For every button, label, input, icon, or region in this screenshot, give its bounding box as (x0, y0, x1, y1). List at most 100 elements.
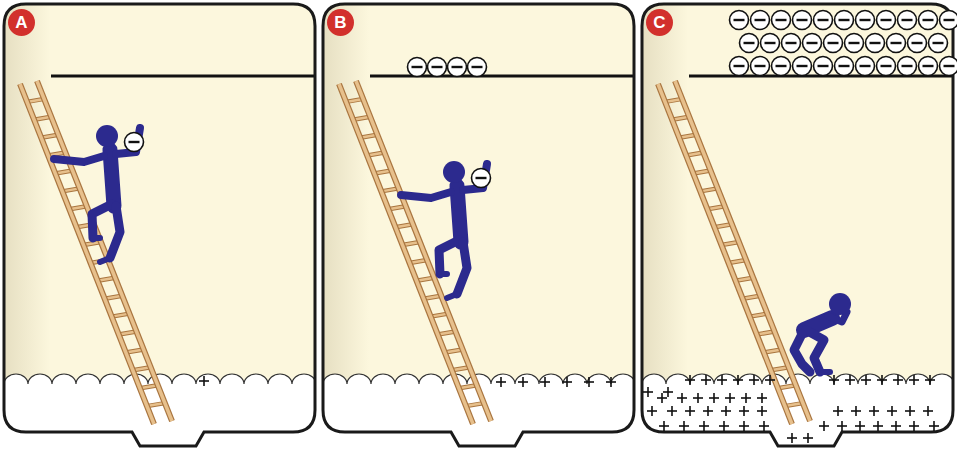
negative-charge (803, 34, 822, 53)
panel-badge: C (646, 9, 673, 36)
positive-charge (693, 393, 703, 403)
negative-charge (877, 11, 896, 30)
positive-charge (717, 375, 727, 385)
negative-charge (940, 57, 957, 76)
panel-letter: A (15, 14, 27, 31)
negative-charge (730, 11, 749, 30)
crouching-figure (794, 293, 851, 372)
negative-charge (814, 11, 833, 30)
panel-frame (4, 4, 315, 446)
positive-charge (749, 375, 759, 385)
positive-charge (199, 376, 209, 386)
negative-charge (125, 133, 144, 152)
positive-charge (699, 421, 709, 431)
negative-charge (824, 34, 843, 53)
positive-charge (833, 406, 843, 416)
negative-charge (472, 169, 491, 188)
negative-charge (772, 11, 791, 30)
positive-charge (887, 406, 897, 416)
negative-charge (845, 34, 864, 53)
positive-charge (829, 375, 839, 385)
positive-charge (925, 375, 935, 385)
positive-charge (685, 406, 695, 416)
positive-charge (893, 375, 903, 385)
negative-charge (782, 34, 801, 53)
positive-charge (677, 393, 687, 403)
positive-charge (845, 375, 855, 385)
ladder (20, 81, 172, 424)
positive-charge (759, 421, 769, 431)
positive-charge (721, 406, 731, 416)
wall (4, 4, 50, 384)
panel-badge: A (8, 9, 35, 36)
negative-charge (835, 57, 854, 76)
panel-badge: B (327, 9, 354, 36)
negative-charge (835, 11, 854, 30)
positive-charge (643, 387, 653, 397)
positive-charge (861, 375, 871, 385)
positive-charge (496, 377, 506, 387)
panel-letter: C (653, 14, 665, 31)
negative-charge (448, 58, 467, 77)
wall (323, 4, 369, 384)
positive-charge (877, 375, 887, 385)
positive-charge (562, 377, 572, 387)
negative-charge (940, 11, 957, 30)
positive-charge (725, 393, 735, 403)
positive-charge (739, 421, 749, 431)
positive-charge (741, 393, 751, 403)
positive-charge (851, 406, 861, 416)
positive-charge (663, 387, 673, 397)
positive-charge (757, 393, 767, 403)
positive-charge (803, 433, 813, 443)
negative-charge (814, 57, 833, 76)
negative-charge (408, 58, 427, 77)
negative-charge (856, 11, 875, 30)
ladder (658, 81, 810, 424)
negative-charge (772, 57, 791, 76)
positive-charge (873, 421, 883, 431)
positive-charge (518, 377, 528, 387)
positive-charge (709, 393, 719, 403)
positive-charge (679, 421, 689, 431)
negative-charge (898, 57, 917, 76)
panel-frame (642, 4, 953, 446)
positive-charge (905, 406, 915, 416)
climber-figure (401, 161, 491, 298)
negative-charge (793, 57, 812, 76)
positive-charge (855, 421, 865, 431)
negative-charge (856, 57, 875, 76)
positive-charge (929, 421, 939, 431)
positive-charge (891, 421, 901, 431)
negative-charge (866, 34, 885, 53)
positive-charge (909, 375, 919, 385)
negative-charge (761, 34, 780, 53)
positive-charge (659, 421, 669, 431)
positive-charge (701, 375, 711, 385)
positive-charge (819, 421, 829, 431)
positive-charge (869, 406, 879, 416)
negative-charge (428, 58, 447, 77)
negative-charge (793, 11, 812, 30)
climber-figure (54, 125, 144, 262)
positive-charge (733, 375, 743, 385)
wall (642, 4, 688, 384)
panel-frame (323, 4, 634, 446)
positive-charge (757, 406, 767, 416)
positive-charge (787, 433, 797, 443)
positive-charge (765, 375, 775, 385)
negative-charge (919, 11, 938, 30)
panel (318, 4, 639, 449)
ladder (339, 81, 491, 424)
positive-charge (584, 377, 594, 387)
positive-charge (739, 406, 749, 416)
negative-charge (751, 57, 770, 76)
positive-charge (837, 421, 847, 431)
negative-charge (887, 34, 906, 53)
positive-charge (647, 406, 657, 416)
panel (0, 4, 320, 449)
positive-charge (657, 393, 667, 403)
negative-charge (751, 11, 770, 30)
positive-charge (540, 377, 550, 387)
